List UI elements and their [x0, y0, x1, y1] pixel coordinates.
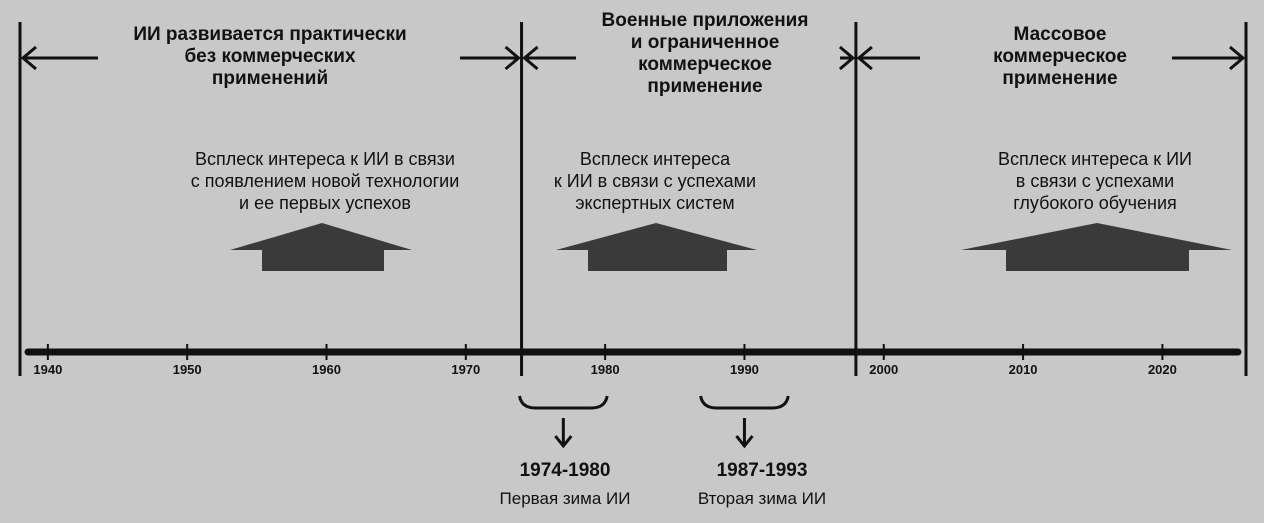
boom-1-label: Всплеск интереса к ИИ в связи с появлени… [150, 148, 500, 214]
boom-2-label-line: экспертных систем [575, 193, 735, 213]
range-arrow-left-head [856, 45, 873, 71]
year-label: 1950 [172, 362, 202, 377]
boom-2-label-line: к ИИ в связи с успехами [553, 171, 757, 191]
boom-arrow-icon [961, 223, 1232, 271]
down-arrow-icon-head [554, 435, 573, 449]
boom-3-label-line: в связи с успехами [1015, 171, 1175, 191]
down-arrow-icon-head [735, 435, 754, 449]
period-3-label-line: применение [1002, 68, 1118, 89]
boom-2-label-line: Всплеск интереса [579, 149, 731, 169]
boom-3-label: Всплеск интереса к ИИ в связи с успехами… [970, 148, 1220, 214]
period-1-label-line: ИИ развивается практически [133, 24, 407, 45]
year-label: 1990 [729, 362, 759, 377]
period-1-label-line: применений [211, 68, 329, 89]
winter-brace [699, 395, 790, 410]
winter-1-years: 1974-1980 [519, 460, 611, 481]
boom-2-label: Всплеск интереса к ИИ в связи с успехами… [535, 148, 775, 214]
boom-1-label-line: с появлением новой технологии [190, 171, 460, 191]
boom-1-label-line: Всплеск интереса к ИИ в связи [195, 149, 455, 169]
winter-1-name: Первая зима ИИ [499, 489, 631, 508]
range-arrow-right-head [504, 45, 521, 71]
year-label: 1960 [312, 362, 341, 377]
range-arrow-right-head [838, 45, 856, 71]
period-3-label-line: коммерческое [993, 46, 1127, 67]
winter-2-name: Вторая зима ИИ [697, 489, 827, 508]
year-label: 1980 [590, 362, 620, 377]
range-arrow-left-head [522, 45, 539, 71]
boom-3-label-line: глубокого обучения [1013, 193, 1177, 213]
boom-3-label-line: Всплеск интереса к ИИ [998, 149, 1192, 169]
period-2-label: Военные приложения и ограниченное коммер… [580, 10, 830, 98]
year-label: 2020 [1147, 362, 1177, 377]
period-3-label-line: Массовое [1013, 24, 1107, 45]
range-arrow-right-head [1229, 45, 1246, 71]
period-1-label-line: без коммерческих [184, 46, 356, 67]
period-2-label-line: коммерческое [638, 54, 772, 75]
period-2-label-line: применение [647, 76, 763, 97]
winter-1-label: 1974-1980 Первая зима ИИ [470, 460, 660, 510]
winter-2-years: 1987-1993 [716, 460, 808, 481]
range-arrow-left-head [20, 45, 37, 71]
year-label: 2010 [1008, 362, 1038, 377]
year-label: 1970 [451, 362, 481, 377]
winter-brace [518, 395, 609, 410]
year-label: 2000 [869, 362, 899, 377]
boom-arrow-icon [556, 223, 757, 271]
boom-arrow-icon [230, 223, 412, 271]
period-3-label: Массовое коммерческое применение [960, 24, 1160, 90]
winter-2-label: 1987-1993 Вторая зима ИИ [667, 460, 857, 510]
period-1-label: ИИ развивается практически без коммерчес… [110, 24, 430, 90]
period-2-label-line: и ограниченное [630, 32, 780, 53]
year-label: 1940 [33, 362, 63, 377]
boom-1-label-line: и ее первых успехов [239, 193, 411, 213]
period-2-label-line: Военные приложения [601, 10, 809, 31]
